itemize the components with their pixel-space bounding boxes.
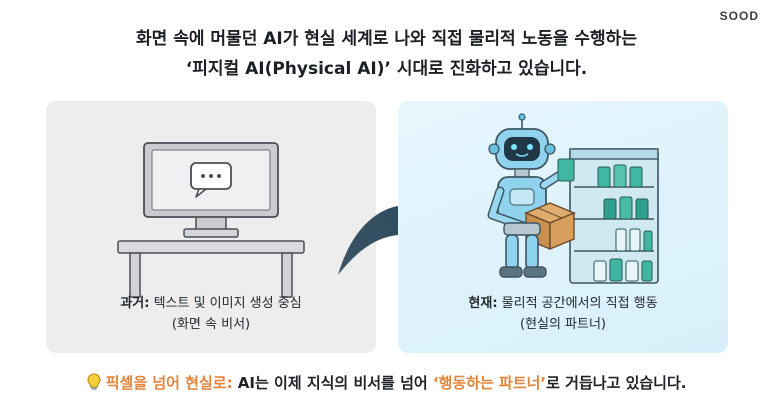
present-caption: 현재: 물리적 공간에서의 직접 행동 (현실의 파트너) bbox=[398, 293, 728, 335]
headline-line-2: ‘피지컬 AI(Physical AI)’ 시대로 진화하고 있습니다. bbox=[185, 59, 588, 79]
present-subtext: (현실의 파트너) bbox=[519, 317, 607, 332]
past-label: 과거: bbox=[120, 296, 150, 311]
brand-logo: SOOD bbox=[719, 9, 759, 23]
past-caption: 과거: 텍스트 및 이미지 생성 중심 (화면 속 비서) bbox=[46, 293, 376, 335]
chat-bubble-icon bbox=[190, 162, 232, 198]
past-text: 텍스트 및 이미지 생성 중심 bbox=[149, 296, 302, 311]
computer-monitor-illustration bbox=[117, 142, 305, 298]
robot-illustration bbox=[487, 113, 576, 278]
headline-line-1: 화면 속에 머물던 AI가 현실 세계로 나와 직접 물리적 노동을 수행하는 bbox=[136, 29, 637, 49]
robot-stocking-shelf-illustration bbox=[487, 113, 659, 284]
present-text: 물리적 공간에서의 직접 행동 bbox=[497, 296, 658, 311]
past-panel: 과거: 텍스트 및 이미지 생성 중심 (화면 속 비서) bbox=[46, 101, 376, 353]
store-shelf-illustration bbox=[569, 148, 659, 284]
footer-quote: ‘행동하는 파트너’ bbox=[432, 374, 547, 392]
footer-tail: 로 거듭나고 있습니다. bbox=[546, 374, 687, 392]
lightbulb-icon bbox=[86, 373, 106, 392]
past-subtext: (화면 속 비서) bbox=[171, 317, 251, 332]
footer-message: 픽셀을 넘어 현실로: AI는 이제 지식의 비서를 넘어 ‘행동하는 파트너’… bbox=[0, 372, 773, 393]
present-label: 현재: bbox=[468, 296, 498, 311]
footer-lead: 픽셀을 넘어 현실로: bbox=[105, 374, 233, 392]
headline: 화면 속에 머물던 AI가 현실 세계로 나와 직접 물리적 노동을 수행하는 … bbox=[0, 24, 773, 84]
present-panel: 현재: 물리적 공간에서의 직접 행동 (현실의 파트너) bbox=[398, 101, 728, 353]
footer-middle: AI는 이제 지식의 비서를 넘어 bbox=[232, 374, 433, 392]
